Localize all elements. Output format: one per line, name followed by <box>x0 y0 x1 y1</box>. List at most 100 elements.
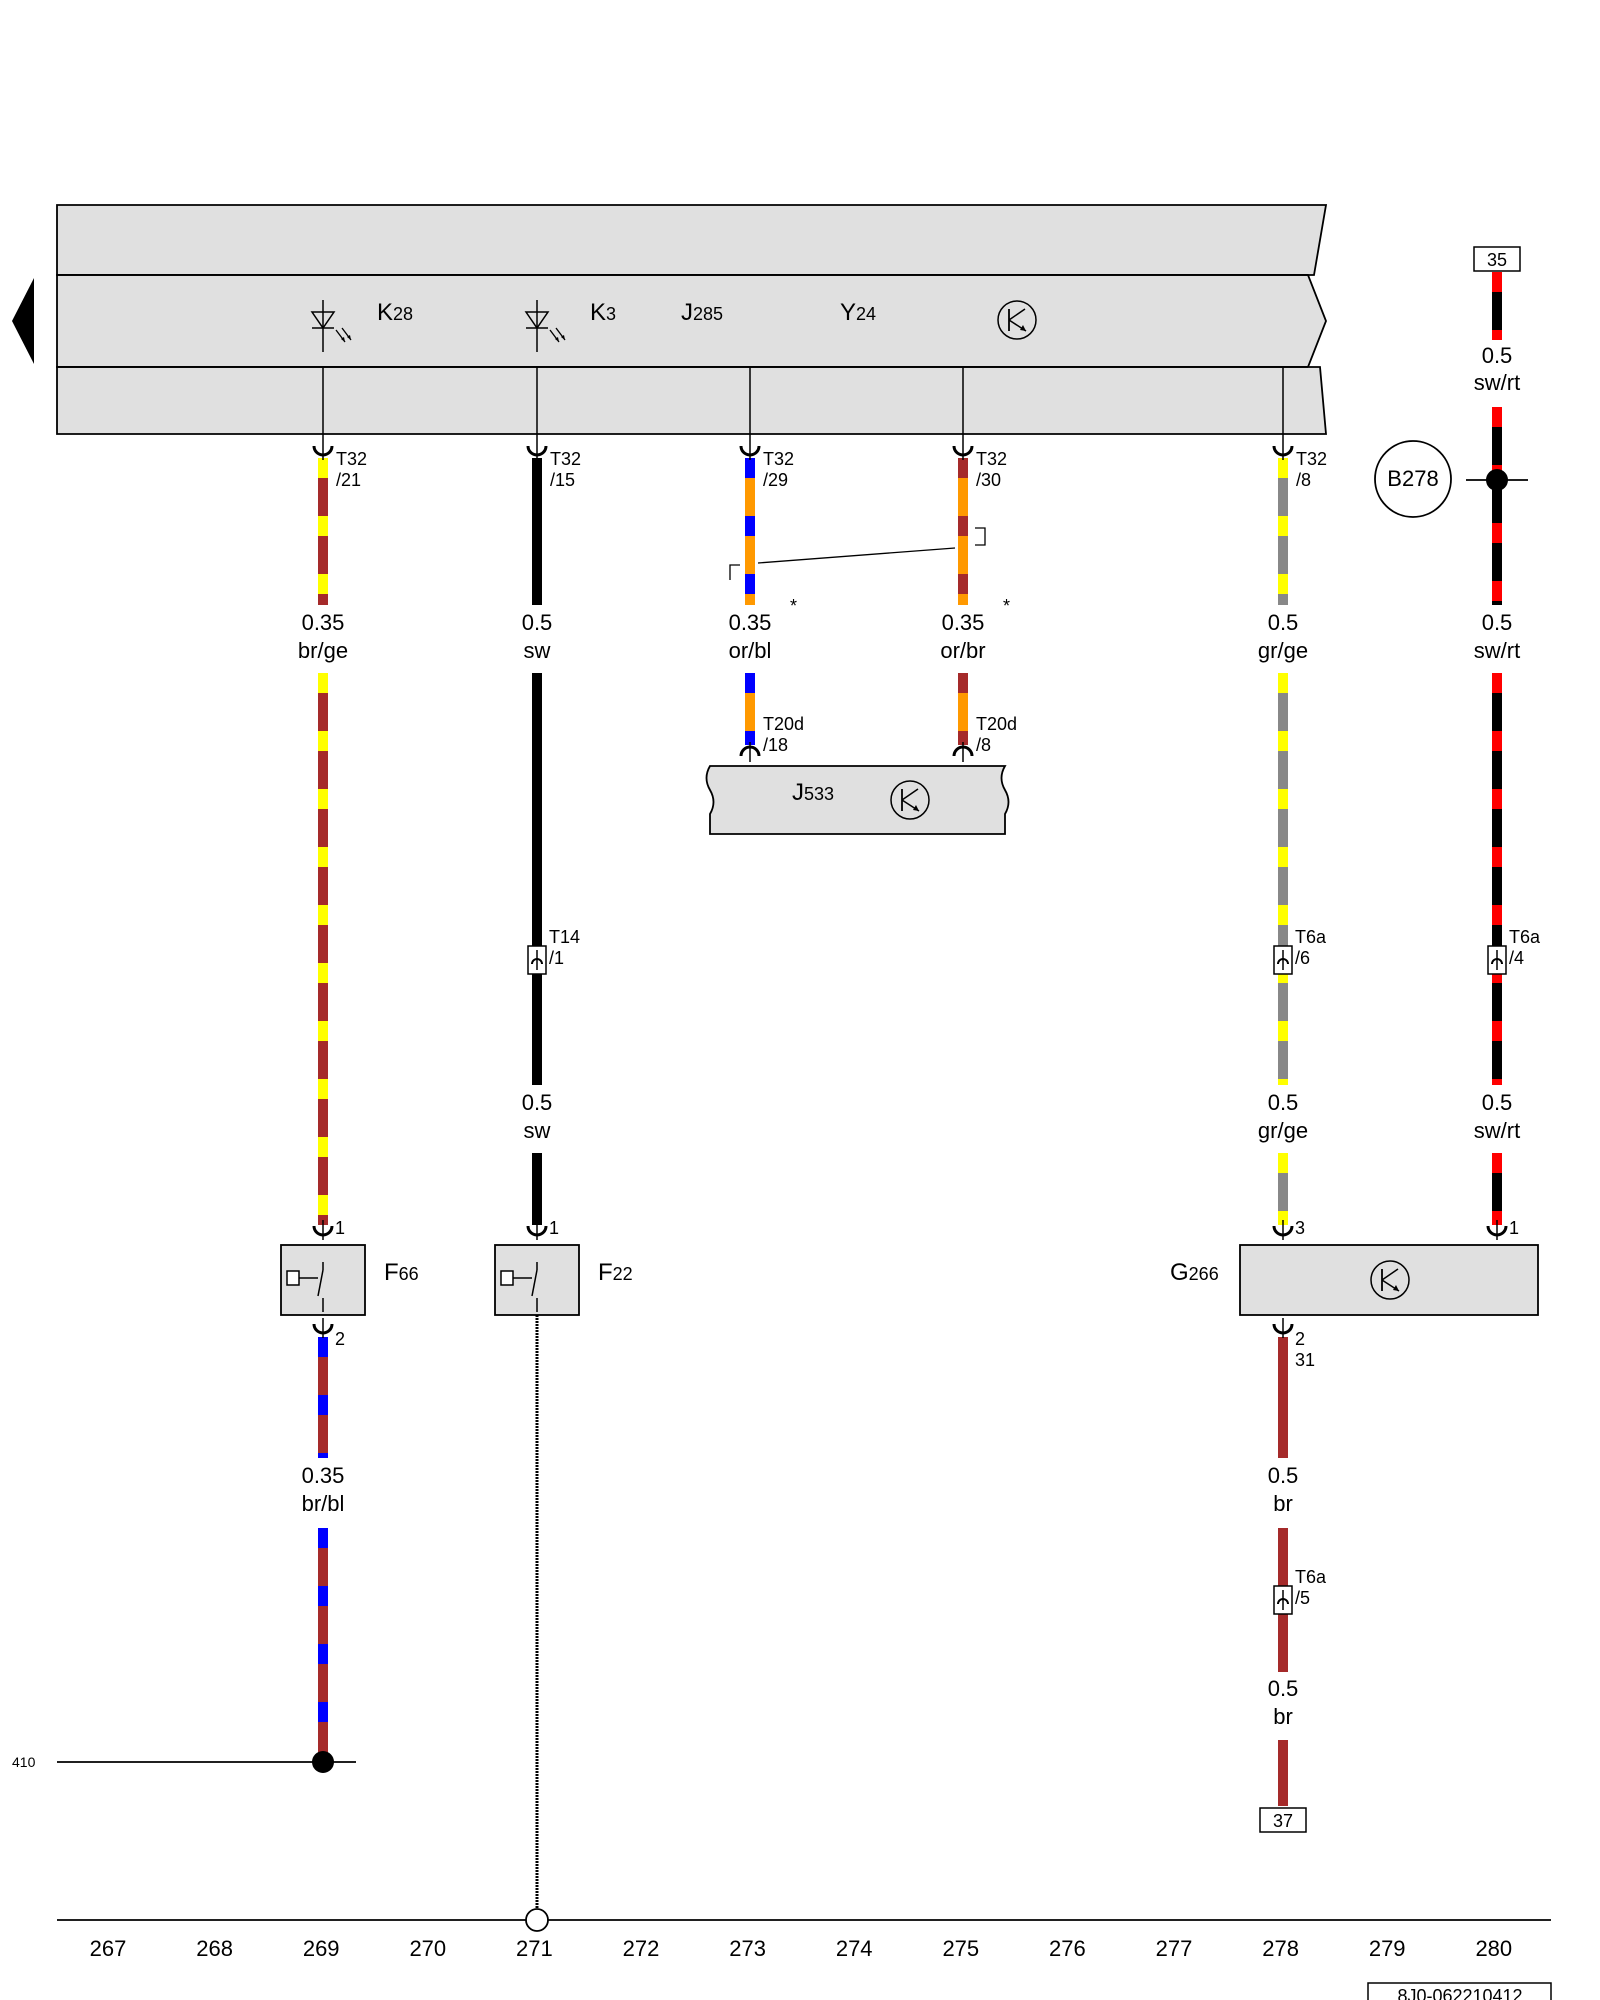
t6a-5-label: T6a/5 <box>1295 1567 1327 1608</box>
grid-number-277: 277 <box>1156 1936 1193 1961</box>
grid-number-269: 269 <box>303 1936 340 1961</box>
ref-35-label: 35 <box>1487 250 1507 270</box>
k3-label: K3 <box>590 299 616 326</box>
wire-segments <box>318 272 1502 1806</box>
wire-label-271-color: sw <box>524 638 551 663</box>
wire-label-271b-color: sw <box>524 1118 551 1143</box>
f22-switch-icon <box>500 1262 538 1312</box>
wire-label-273-size: 0.35 <box>729 610 772 635</box>
t20d-8-label: T20d/8 <box>976 714 1017 755</box>
ground-bus-terminal <box>525 1908 549 1932</box>
wire-label-271-size: 0.5 <box>522 610 553 635</box>
t20d-18-label: T20d/18 <box>763 714 804 755</box>
t32-15-terminal-icon <box>526 438 548 462</box>
b278-splice-circle <box>1374 440 1452 518</box>
wire-label-269-size: 0.35 <box>302 610 345 635</box>
g266-pin1-label: 1 <box>1509 1218 1519 1238</box>
wire-label-280b-color: sw/rt <box>1474 1118 1520 1143</box>
f66-pin2-terminal-icon <box>312 1316 334 1340</box>
wire-label-269-color: br/ge <box>298 638 348 663</box>
f66-label: F66 <box>384 1259 419 1286</box>
wire-label-269b-color: br/bl <box>302 1491 345 1516</box>
grid-number-278: 278 <box>1262 1936 1299 1961</box>
grid-number-275: 275 <box>942 1936 979 1961</box>
wire-label-278b-size: 0.5 <box>1268 1090 1299 1115</box>
wire-label-278c-size: 0.5 <box>1268 1463 1299 1488</box>
wire-label-278c-color: br <box>1273 1491 1293 1516</box>
f22-pin1-label: 1 <box>549 1218 559 1238</box>
control-unit-panel <box>56 204 1328 435</box>
j533-label: J533 <box>792 779 834 806</box>
wire-label-273-mark: * <box>790 596 797 616</box>
f66-pin1-label: 1 <box>335 1218 345 1238</box>
t14-label: T14/1 <box>549 927 580 968</box>
grid-number-274: 274 <box>836 1936 873 1961</box>
grid-number-276: 276 <box>1049 1936 1086 1961</box>
ref-37-box <box>1259 1807 1307 1833</box>
ref-410-junction-dot <box>312 1751 334 1773</box>
t32-15-label: T32/15 <box>550 449 581 490</box>
j285-label: J285 <box>681 299 723 326</box>
grid-number-280: 280 <box>1475 1936 1512 1961</box>
grid-number-271: 271 <box>516 1936 553 1961</box>
t32-30-label: T32/30 <box>976 449 1007 490</box>
g266-sensor-box <box>1239 1244 1539 1316</box>
grid-number-279: 279 <box>1369 1936 1406 1961</box>
t6a-6-inline-connector-icon <box>1273 945 1293 975</box>
ref-37-label: 37 <box>1273 1811 1293 1831</box>
wire-label-278d-size: 0.5 <box>1268 1676 1299 1701</box>
wire-label-280-color: sw/rt <box>1474 638 1520 663</box>
t14-inline-connector-icon <box>527 945 547 975</box>
y24-label: Y24 <box>840 299 876 326</box>
grid-number-268: 268 <box>196 1936 233 1961</box>
wire-label-280top-color: sw/rt <box>1474 370 1520 395</box>
doc-id-box <box>1367 1982 1552 2000</box>
grid-number-273: 273 <box>729 1936 766 1961</box>
j533-module <box>705 765 1010 835</box>
wire-label-278-color: gr/ge <box>1258 638 1308 663</box>
t32-8-label: T32/8 <box>1296 449 1327 490</box>
t6a-6-label: T6a/6 <box>1295 927 1327 968</box>
b278-label: B278 <box>1387 466 1438 491</box>
f22-label: F22 <box>598 1259 633 1286</box>
t6a-4-inline-connector-icon <box>1487 945 1507 975</box>
grid-number-270: 270 <box>409 1936 446 1961</box>
f22-pin1-terminal-icon <box>526 1218 548 1242</box>
g266-pin3-label: 3 <box>1295 1218 1305 1238</box>
t32-21-terminal-icon <box>312 438 334 462</box>
f66-pin2-label: 2 <box>335 1329 345 1349</box>
ref-35-box <box>1473 246 1521 272</box>
doc-id-label: 8J0-062210412 <box>1397 1986 1522 2000</box>
grid-number-267: 267 <box>90 1936 127 1961</box>
g266-label: G266 <box>1170 1259 1219 1286</box>
wire-label-280b-size: 0.5 <box>1482 1090 1513 1115</box>
t32-8-terminal-icon <box>1272 438 1294 462</box>
ref-410-label: 410 <box>12 1754 36 1770</box>
wire-label-275-size: 0.35 <box>942 610 985 635</box>
g266-pin2-terminal-icon <box>1272 1316 1294 1340</box>
wire-label-280top-size: 0.5 <box>1482 343 1513 368</box>
t20d-8-terminal-icon <box>952 740 974 764</box>
wire-label-278d-color: br <box>1273 1704 1293 1729</box>
f66-pin1-terminal-icon <box>312 1218 334 1242</box>
grid-number-row: 267 268 269 270 271 272 273 274 275 276 277 278 279 2… <box>90 1936 1513 1961</box>
wire-label-273-color: or/bl <box>729 638 772 663</box>
t20d-18-terminal-icon <box>739 740 761 764</box>
t32-29-terminal-icon <box>739 438 761 462</box>
wire-label-275-mark: * <box>1003 596 1010 616</box>
twisted-pair-marker <box>729 527 986 580</box>
grid-number-272: 272 <box>623 1936 660 1961</box>
wire-label-271b-size: 0.5 <box>522 1090 553 1115</box>
f66-switch-icon <box>286 1262 324 1312</box>
t6a-4-label: T6a/4 <box>1509 927 1541 968</box>
wire-label-275-color: or/br <box>940 638 985 663</box>
wire-label-269b-size: 0.35 <box>302 1463 345 1488</box>
t32-21-label: T32/21 <box>336 449 367 490</box>
t32-30-terminal-icon <box>952 438 974 462</box>
b278-junction-dot <box>1486 469 1508 491</box>
g266-pin3-terminal-icon <box>1272 1218 1294 1242</box>
wire-label-278-size: 0.5 <box>1268 610 1299 635</box>
t32-29-label: T32/29 <box>763 449 794 490</box>
